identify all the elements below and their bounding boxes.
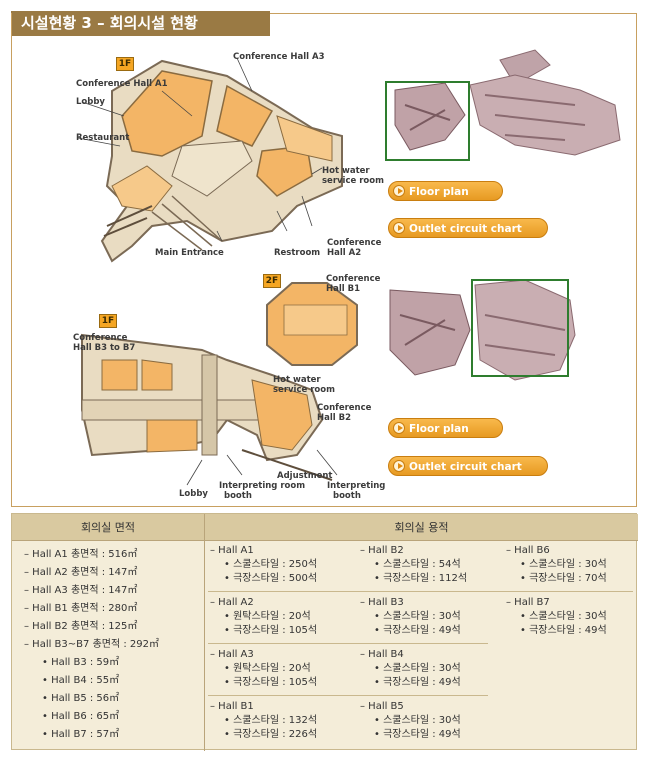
label-lobby: Lobby xyxy=(76,97,105,107)
hall-b6-school: • 스쿨스타일 : 30석 xyxy=(520,559,607,570)
label-interpreting-right: Interpreting xyxy=(327,481,386,491)
floor-plan-panel xyxy=(11,13,637,507)
column-divider xyxy=(204,514,205,751)
capacity-column-header: 회의실 용적 xyxy=(394,521,449,534)
hall-a-thumbnail-map[interactable] xyxy=(385,45,625,170)
label-booth-right: booth xyxy=(333,491,361,501)
hall-b5-theater: • 극장스타일 : 49석 xyxy=(374,729,461,740)
hall-a1-name: – Hall A1 xyxy=(210,545,254,556)
hall-b7-school: • 스쿨스타일 : 30석 xyxy=(520,611,607,622)
label-hall-a2: Hall A2 xyxy=(327,248,362,258)
label-service-room: service room xyxy=(322,176,384,186)
area-subitem: • Hall B4 : 55㎡ xyxy=(42,675,120,686)
hall-b7-theater: • 극장스타일 : 49석 xyxy=(520,625,607,636)
hall-a-floor-plan-button[interactable]: Floor plan xyxy=(388,181,503,201)
label-conference-b3: Conference xyxy=(73,333,128,343)
table-header-row xyxy=(12,514,638,541)
label-lobby-b: Lobby xyxy=(179,489,208,499)
hall-b2-name: – Hall B2 xyxy=(360,545,404,556)
label-hot-water-b: Hot water xyxy=(273,375,321,385)
label-interpreting-room: Interpreting room xyxy=(219,481,306,491)
label-booth-left: booth xyxy=(224,491,252,501)
hall-b5-name: – Hall B5 xyxy=(360,701,404,712)
hall-b5-school: • 스쿨스타일 : 30석 xyxy=(374,715,461,726)
label-adjustment: Adjustment xyxy=(277,471,333,481)
row-separator xyxy=(208,643,488,644)
area-item: – Hall A1 총면적 : 516㎡ xyxy=(24,549,138,560)
area-item: – Hall A3 총면적 : 147㎡ xyxy=(24,585,138,596)
hall-a3-name: – Hall A3 xyxy=(210,649,254,660)
area-subitem: • Hall B6 : 65㎡ xyxy=(42,711,120,722)
area-subitem: • Hall B5 : 56㎡ xyxy=(42,693,120,704)
hall-b3-theater: • 극장스타일 : 49석 xyxy=(374,625,461,636)
hall-b6-name: – Hall B6 xyxy=(506,545,550,556)
hall-b-thumbnail-map[interactable] xyxy=(385,275,625,390)
label-hall-b2: Hall B2 xyxy=(317,413,352,423)
label-restaurant: Restaurant xyxy=(76,133,130,143)
label-hall-b3-b7: Hall B3 to B7 xyxy=(73,343,136,353)
floor-badge-2f: 2F xyxy=(263,274,281,288)
hall-a3-round: • 원탁스타일 : 20석 xyxy=(224,663,311,674)
hall-a-outlet-chart-button[interactable]: Outlet circuit chart xyxy=(388,218,548,238)
hall-b1-school: • 스쿨스타일 : 132석 xyxy=(224,715,318,726)
floor-badge-1f: 1F xyxy=(116,57,134,71)
arrow-icon xyxy=(393,185,405,197)
label-conference-b2: Conference xyxy=(317,403,372,413)
label-hot-water: Hot water xyxy=(322,166,370,176)
hall-b-floor-plan-button[interactable]: Floor plan xyxy=(388,418,503,438)
hall-b-floor-plan-image xyxy=(81,282,358,486)
hall-b1-theater: • 극장스타일 : 226석 xyxy=(224,729,318,740)
hall-b4-name: – Hall B4 xyxy=(360,649,404,660)
hall-a-floor-plan-image xyxy=(77,57,343,263)
hall-a2-name: – Hall A2 xyxy=(210,597,254,608)
label-main-entrance: Main Entrance xyxy=(155,248,224,258)
hall-a3-theater: • 극장스타일 : 105석 xyxy=(224,677,318,688)
area-subitem: • Hall B7 : 57㎡ xyxy=(42,729,120,740)
hall-b7-name: – Hall B7 xyxy=(506,597,550,608)
hall-b6-theater: • 극장스타일 : 70석 xyxy=(520,573,607,584)
page-title: 시설현황 3 – 회의시설 현황 xyxy=(11,11,270,36)
label-restroom: Restroom xyxy=(274,248,321,258)
area-subitem: • Hall B3 : 59㎡ xyxy=(42,657,120,668)
label-conference-b1: Conference xyxy=(326,274,381,284)
hall-a2-theater: • 극장스타일 : 105석 xyxy=(224,625,318,636)
hall-a2-round: • 원탁스타일 : 20석 xyxy=(224,611,311,622)
hall-a1-theater: • 극장스타일 : 500석 xyxy=(224,573,318,584)
arrow-icon xyxy=(393,222,405,234)
hall-b2-school: • 스쿨스타일 : 54석 xyxy=(374,559,461,570)
arrow-icon xyxy=(393,422,405,434)
label-conference-hall-a1: Conference Hall A1 xyxy=(76,79,168,89)
area-column-header: 회의실 면적 xyxy=(80,521,136,534)
hall-b2-theater: • 극장스타일 : 112석 xyxy=(374,573,468,584)
floor-badge-1f-b: 1F xyxy=(99,314,117,328)
facility-table: 회의실 면적 회의실 용적 – Hall A1 총면적 : 516㎡ – Hal… xyxy=(11,513,638,751)
label-conference-a2: Conference xyxy=(327,238,382,248)
hall-b-outlet-chart-button[interactable]: Outlet circuit chart xyxy=(388,456,548,476)
area-item: – Hall B1 총면적 : 280㎡ xyxy=(24,603,138,614)
row-separator xyxy=(208,695,488,696)
area-item: – Hall A2 총면적 : 147㎡ xyxy=(24,567,138,578)
label-hall-b1: Hall B1 xyxy=(326,284,361,294)
panel-divider xyxy=(270,13,637,14)
label-conference-hall-a3: Conference Hall A3 xyxy=(233,52,325,62)
row-separator xyxy=(208,591,633,592)
label-service-room-b: service room xyxy=(273,385,335,395)
hall-b3-name: – Hall B3 xyxy=(360,597,404,608)
area-item: – Hall B3~B7 총면적 : 292㎡ xyxy=(24,639,159,650)
hall-b3-school: • 스쿨스타일 : 30석 xyxy=(374,611,461,622)
hall-b1-name: – Hall B1 xyxy=(210,701,254,712)
hall-b4-school: • 스쿨스타일 : 30석 xyxy=(374,663,461,674)
arrow-icon xyxy=(393,460,405,472)
hall-a1-school: • 스쿨스타일 : 250석 xyxy=(224,559,318,570)
area-item: – Hall B2 총면적 : 125㎡ xyxy=(24,621,138,632)
hall-b4-theater: • 극장스타일 : 49석 xyxy=(374,677,461,688)
